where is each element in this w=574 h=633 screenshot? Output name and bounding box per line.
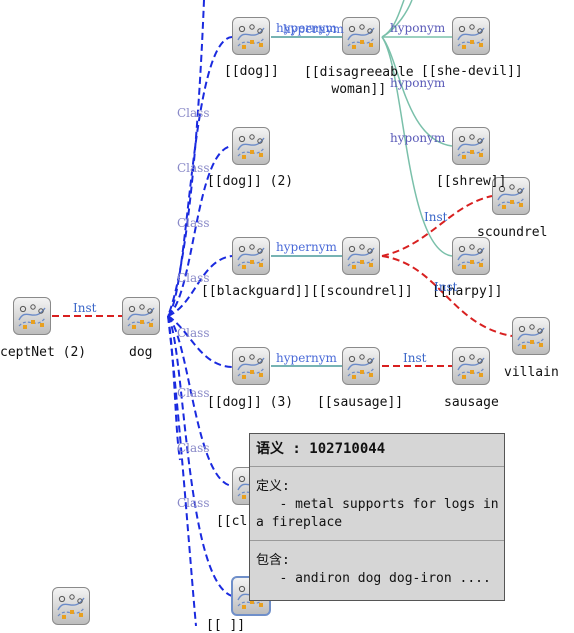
synset-node-blackguard[interactable] — [232, 237, 270, 275]
synset-node-dog-2[interactable] — [232, 127, 270, 165]
tooltip-contains-label: 包含: — [256, 553, 290, 568]
node-label-sausage-syn: [[sausage]] — [317, 395, 404, 410]
edge-class-dog-2 — [167, 145, 233, 317]
edge-label-class: Class — [177, 326, 210, 340]
edge-hyponym-up-2 — [381, 0, 413, 38]
node-label-dog-1: [[dog]] — [224, 64, 279, 79]
edge-class-dog-5 — [167, 315, 233, 487]
edge-label-class: Class — [177, 216, 210, 230]
edge-inst-scoundrel-2 — [381, 255, 513, 337]
synset-node-scoundrel[interactable] — [342, 237, 380, 275]
synset-node-disagreeable-woman[interactable] — [342, 17, 380, 55]
node-label-sausage: sausage — [444, 395, 499, 410]
edge-label-class: Class — [177, 386, 210, 400]
concept-node-sausage[interactable] — [452, 347, 490, 385]
node-label-harpy: [[harpy]] — [432, 284, 503, 299]
node-label-disagreeable-woman: [[disagreeable woman]] — [304, 65, 414, 97]
concept-node-dog[interactable] — [122, 297, 160, 335]
synset-node-dog-3[interactable] — [232, 347, 270, 385]
edge-class-dog-1 — [167, 36, 233, 317]
concept-node-bottom-left[interactable] — [52, 587, 90, 625]
tooltip-contains-text: - andiron dog dog-iron .... — [256, 571, 491, 586]
edge-class-bottom — [167, 315, 197, 626]
concept-node-conceptnet[interactable] — [13, 297, 51, 335]
edge-inst-scoundrel-1 — [381, 195, 493, 257]
node-label-scoundrel-syn: [[scoundrel]] — [311, 284, 413, 299]
edge-class-bottom-2 — [167, 315, 181, 461]
edge-label-hyponym: hyponym — [390, 76, 446, 90]
edge-label-hyponym: hyponym — [390, 21, 446, 35]
edge-label-class: Class — [177, 161, 210, 175]
edge-label-hypernym: hypernym — [276, 240, 337, 254]
node-label-shrew: [[shrew]] — [436, 174, 507, 189]
edge-label-class: Class — [177, 271, 210, 285]
edge-label-inst: Inst — [424, 210, 448, 224]
node-label-dog: dog — [129, 345, 153, 360]
edge-class-dog-3 — [167, 255, 233, 317]
concept-node-villain[interactable] — [512, 317, 550, 355]
node-label-she-devil: [[she-devil]] — [421, 64, 523, 79]
edge-label-inst: Inst — [73, 301, 97, 315]
node-label-dog-3: [[dog]] (3) — [207, 395, 294, 410]
edge-label-hypernym: hypernym — [276, 21, 337, 35]
edge-label-hypernym: hypernym — [276, 351, 337, 365]
edge-class-dog-6 — [167, 315, 233, 597]
tooltip-divider — [250, 466, 504, 467]
edge-label-hyponym: hyponym — [390, 131, 446, 145]
edge-label-hypernym: hypernym — [283, 22, 344, 36]
node-label-conceptnet: ceptNet (2) — [0, 345, 87, 360]
edge-hyponym-shrew — [381, 36, 453, 147]
synset-node-shrew[interactable] — [452, 127, 490, 165]
edge-hyponym-harpy — [381, 36, 453, 257]
node-label-partial-cl: [[cl — [216, 514, 248, 529]
node-label-scoundrel: scoundrel — [477, 225, 548, 240]
node-label-dog-2: [[dog]] (2) — [207, 174, 294, 189]
synset-node-dog-1[interactable] — [232, 17, 270, 55]
edge-label-class: Class — [177, 496, 210, 510]
concept-node-scoundrel[interactable] — [492, 177, 530, 215]
tooltip-title: 语义 : 102710044 — [256, 441, 386, 457]
tooltip-divider — [250, 540, 504, 541]
tooltip-definition-label: 定义: — [256, 479, 290, 494]
synset-node-sausage[interactable] — [342, 347, 380, 385]
synset-node-she-devil[interactable] — [452, 17, 490, 55]
node-label-blackguard: [[blackguard]] — [201, 284, 311, 299]
edge-class-top — [167, 0, 205, 317]
edge-label-inst: Inst — [403, 351, 427, 365]
tooltip-definition-text: - metal supports for logs in a fireplace — [256, 497, 507, 530]
node-label-villain: villain — [504, 365, 559, 380]
synset-tooltip: 语义 : 102710044 定义: - metal supports for … — [249, 433, 505, 601]
edge-label-inst: Inst — [434, 280, 458, 294]
edge-label-class: Class — [177, 441, 210, 455]
edge-label-class: Class — [177, 106, 210, 120]
synset-node-harpy[interactable] — [452, 237, 490, 275]
